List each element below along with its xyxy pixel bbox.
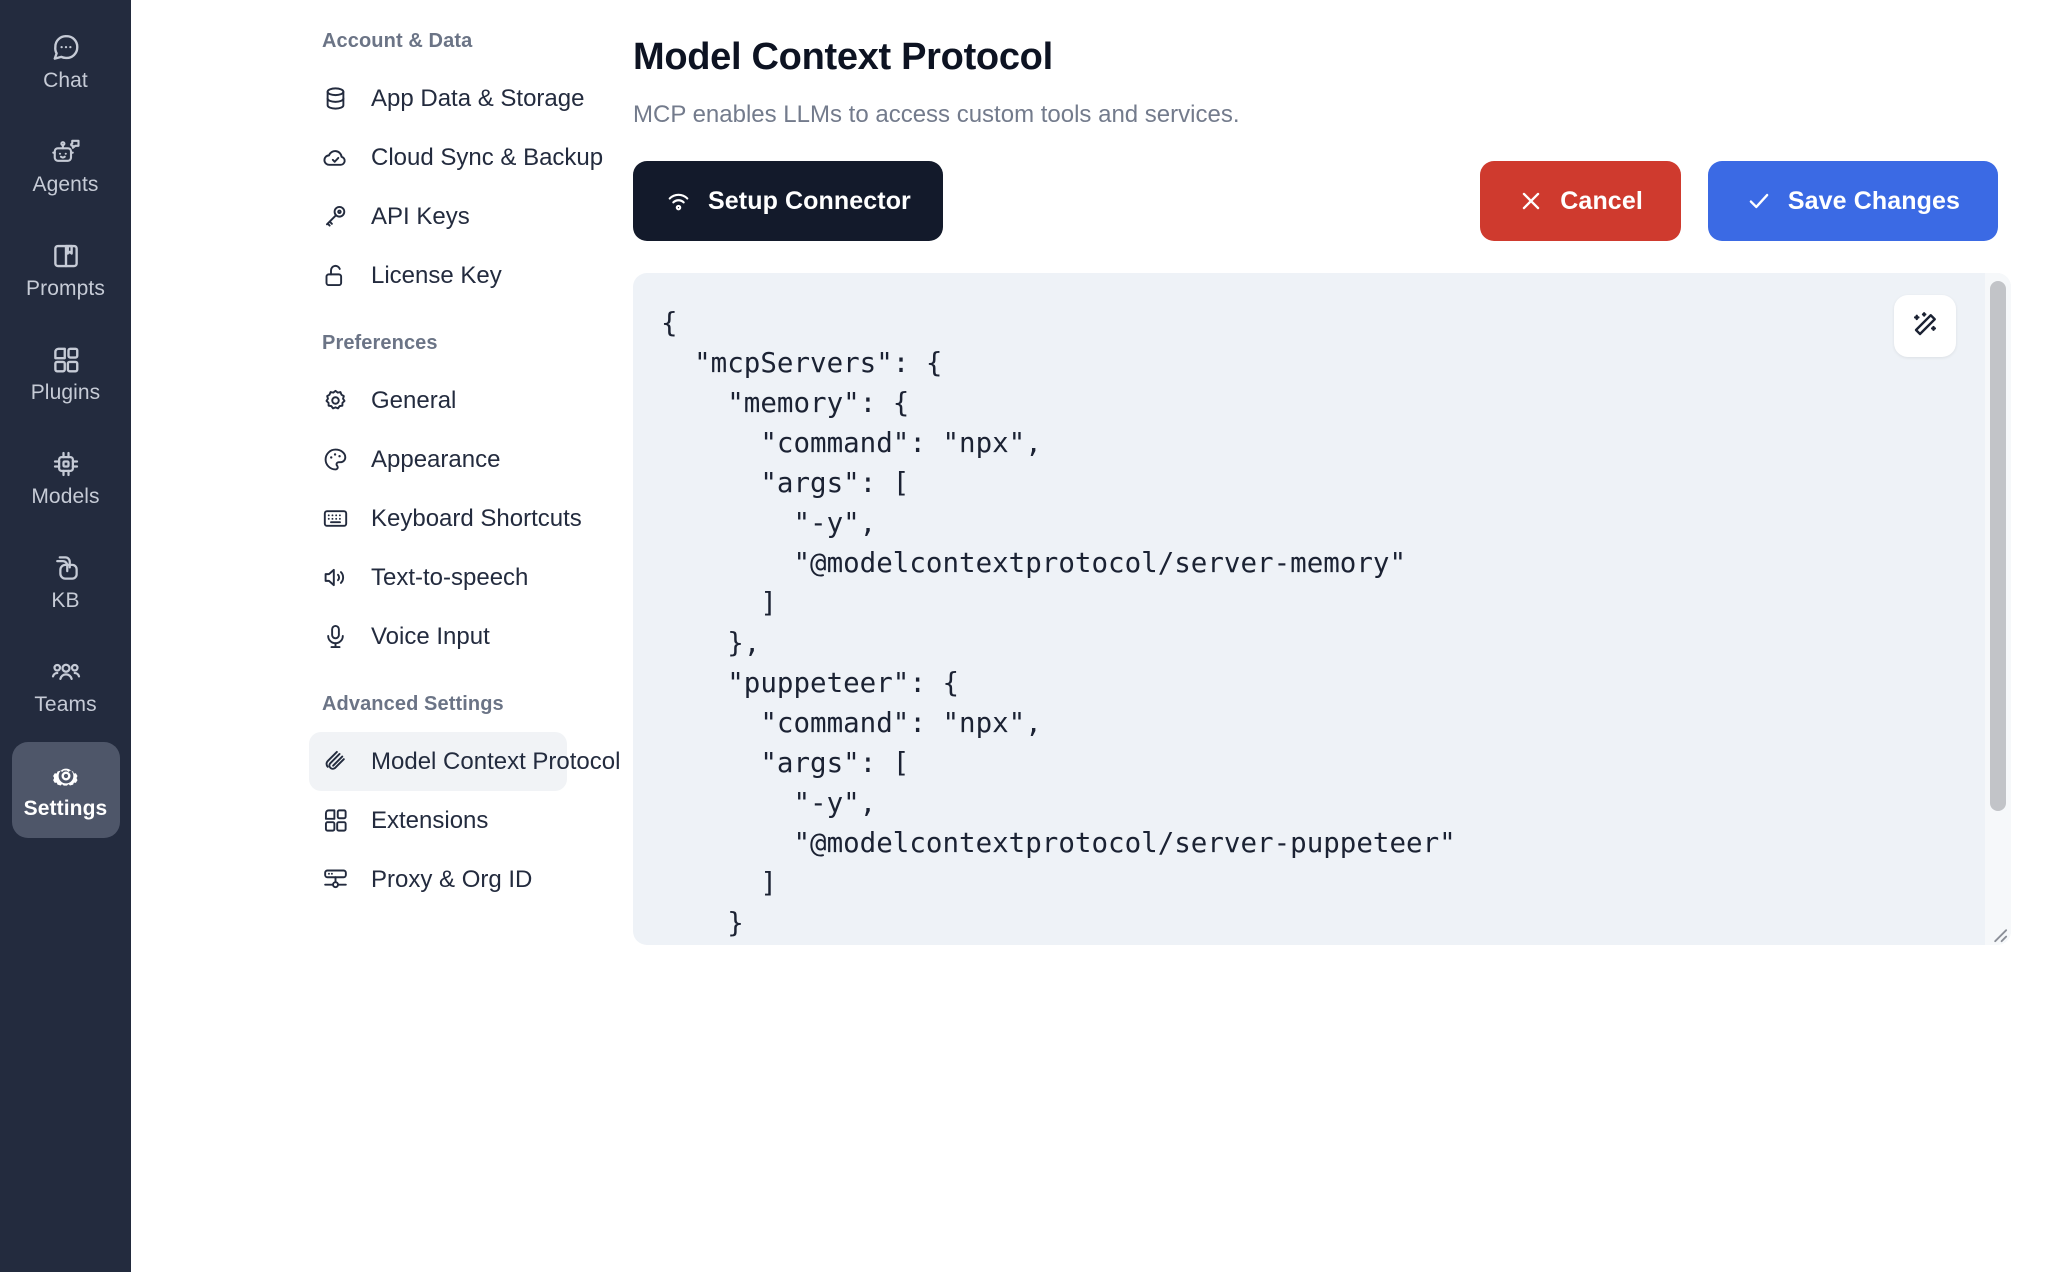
database-icon: [322, 85, 349, 112]
main-content: Model Context Protocol MCP enables LLMs …: [591, 0, 2046, 1272]
cancel-label: Cancel: [1560, 186, 1643, 215]
sidebar-item-label: Keyboard Shortcuts: [371, 504, 582, 532]
chat-bubble-icon: [51, 33, 81, 63]
sidebar-item-text-to-speech[interactable]: Text-to-speech: [309, 548, 567, 607]
sidebar-item-app-data-storage[interactable]: App Data & Storage: [309, 69, 584, 128]
rail-item-models[interactable]: Models: [12, 430, 120, 526]
key-icon: [322, 203, 349, 230]
nav-group-advanced-settings: Advanced Settings Model Context Protocol: [309, 693, 620, 909]
sidebar-item-label: App Data & Storage: [371, 84, 585, 112]
sidebar-item-cloud-sync-backup[interactable]: Cloud Sync & Backup: [309, 128, 603, 187]
sidebar-item-label: Appearance: [371, 445, 501, 473]
cpu-chip-icon: [51, 449, 81, 479]
unlock-icon: [322, 262, 349, 289]
rail-item-label: Teams: [34, 693, 97, 716]
nav-group-title: Preferences: [322, 332, 438, 354]
server-icon: [322, 866, 349, 893]
magic-wand-icon: [1910, 310, 1940, 343]
sidebar-item-label: Cloud Sync & Backup: [371, 143, 604, 171]
action-toolbar: Setup Connector Cancel: [633, 161, 1998, 241]
rail-item-label: KB: [51, 589, 80, 612]
rail-item-plugins[interactable]: Plugins: [12, 326, 120, 422]
settings-nav-column: Account & Data App Data & Storage: [131, 0, 620, 1272]
cloud-check-icon: [322, 144, 349, 171]
sidebar-item-label: Proxy & Org ID: [371, 865, 533, 893]
users-icon: [51, 657, 81, 687]
editor-scrollbar-thumb[interactable]: [1990, 281, 2006, 811]
save-changes-label: Save Changes: [1787, 186, 1960, 215]
speaker-icon: [322, 564, 349, 591]
sidebar-item-voice-input[interactable]: Voice Input: [309, 607, 567, 666]
sidebar-item-label: License Key: [371, 261, 502, 289]
rail-item-label: Models: [31, 485, 100, 508]
close-icon: [1518, 188, 1544, 214]
sidebar-item-model-context-protocol[interactable]: Model Context Protocol: [309, 732, 620, 791]
book-icon: [51, 241, 81, 271]
palette-icon: [322, 446, 349, 473]
format-json-button[interactable]: [1894, 295, 1956, 357]
mcp-config-json-text[interactable]: { "mcpServers": { "memory": { "command":…: [661, 307, 1456, 939]
keyboard-icon: [322, 505, 349, 532]
sidebar-item-label: Model Context Protocol: [371, 747, 621, 775]
toolbar-right-group: Cancel Save Changes: [1480, 161, 1998, 241]
sidebar-item-label: Extensions: [371, 806, 489, 834]
primary-nav-rail: Chat Agents: [0, 0, 131, 1272]
rail-item-prompts[interactable]: Prompts: [12, 222, 120, 318]
rail-item-label: Settings: [23, 797, 108, 820]
gear-icon: [322, 387, 349, 414]
rail-item-kb[interactable]: KB: [12, 534, 120, 630]
save-changes-button[interactable]: Save Changes: [1707, 161, 1998, 241]
mcp-config-editor[interactable]: { "mcpServers": { "memory": { "command":…: [633, 273, 2011, 945]
blocks-icon: [322, 807, 349, 834]
rail-item-settings[interactable]: Settings: [11, 742, 120, 838]
rail-item-label: Chat: [43, 69, 88, 92]
sidebar-item-general[interactable]: General: [309, 371, 567, 430]
nav-group-preferences: Preferences General: [309, 332, 582, 666]
sidebar-item-label: API Keys: [371, 202, 470, 230]
setup-connector-button[interactable]: Setup Connector: [633, 161, 943, 241]
gear-icon: [51, 761, 81, 791]
sidebar-item-appearance[interactable]: Appearance: [309, 430, 567, 489]
editor-resize-handle[interactable]: [1986, 921, 2008, 943]
paperclips-icon: [322, 748, 349, 775]
wifi-icon: [665, 188, 692, 215]
check-icon: [1746, 188, 1772, 214]
sidebar-item-license-key[interactable]: License Key: [309, 246, 567, 305]
sidebar-item-api-keys[interactable]: API Keys: [309, 187, 567, 246]
setup-connector-label: Setup Connector: [708, 186, 911, 215]
nav-group-account-data: Account & Data App Data & Storage: [309, 30, 603, 305]
robot-icon: [51, 137, 81, 167]
sidebar-item-keyboard-shortcuts[interactable]: Keyboard Shortcuts: [309, 489, 582, 548]
rail-item-teams[interactable]: Teams: [12, 638, 120, 734]
rail-item-label: Plugins: [30, 381, 101, 404]
sidebar-item-label: General: [371, 386, 457, 414]
rail-item-label: Agents: [32, 173, 99, 196]
editor-scrollbar-track[interactable]: [1985, 273, 2011, 945]
sidebar-item-label: Text-to-speech: [371, 563, 529, 591]
page-title: Model Context Protocol: [633, 36, 1053, 78]
rail-item-label: Prompts: [26, 277, 105, 300]
nav-group-title: Account & Data: [322, 30, 473, 52]
cancel-button[interactable]: Cancel: [1480, 161, 1681, 241]
rail-item-chat[interactable]: Chat: [12, 14, 120, 110]
rail-item-agents[interactable]: Agents: [12, 118, 120, 214]
sidebar-item-extensions[interactable]: Extensions: [309, 791, 567, 850]
layers-icon: [51, 553, 81, 583]
blocks-icon: [51, 345, 81, 375]
page-subtitle: MCP enables LLMs to access custom tools …: [633, 101, 1240, 128]
nav-group-title: Advanced Settings: [322, 693, 504, 715]
sidebar-item-proxy-org-id[interactable]: Proxy & Org ID: [309, 850, 567, 909]
sidebar-item-label: Voice Input: [371, 622, 490, 650]
mic-icon: [322, 623, 349, 650]
